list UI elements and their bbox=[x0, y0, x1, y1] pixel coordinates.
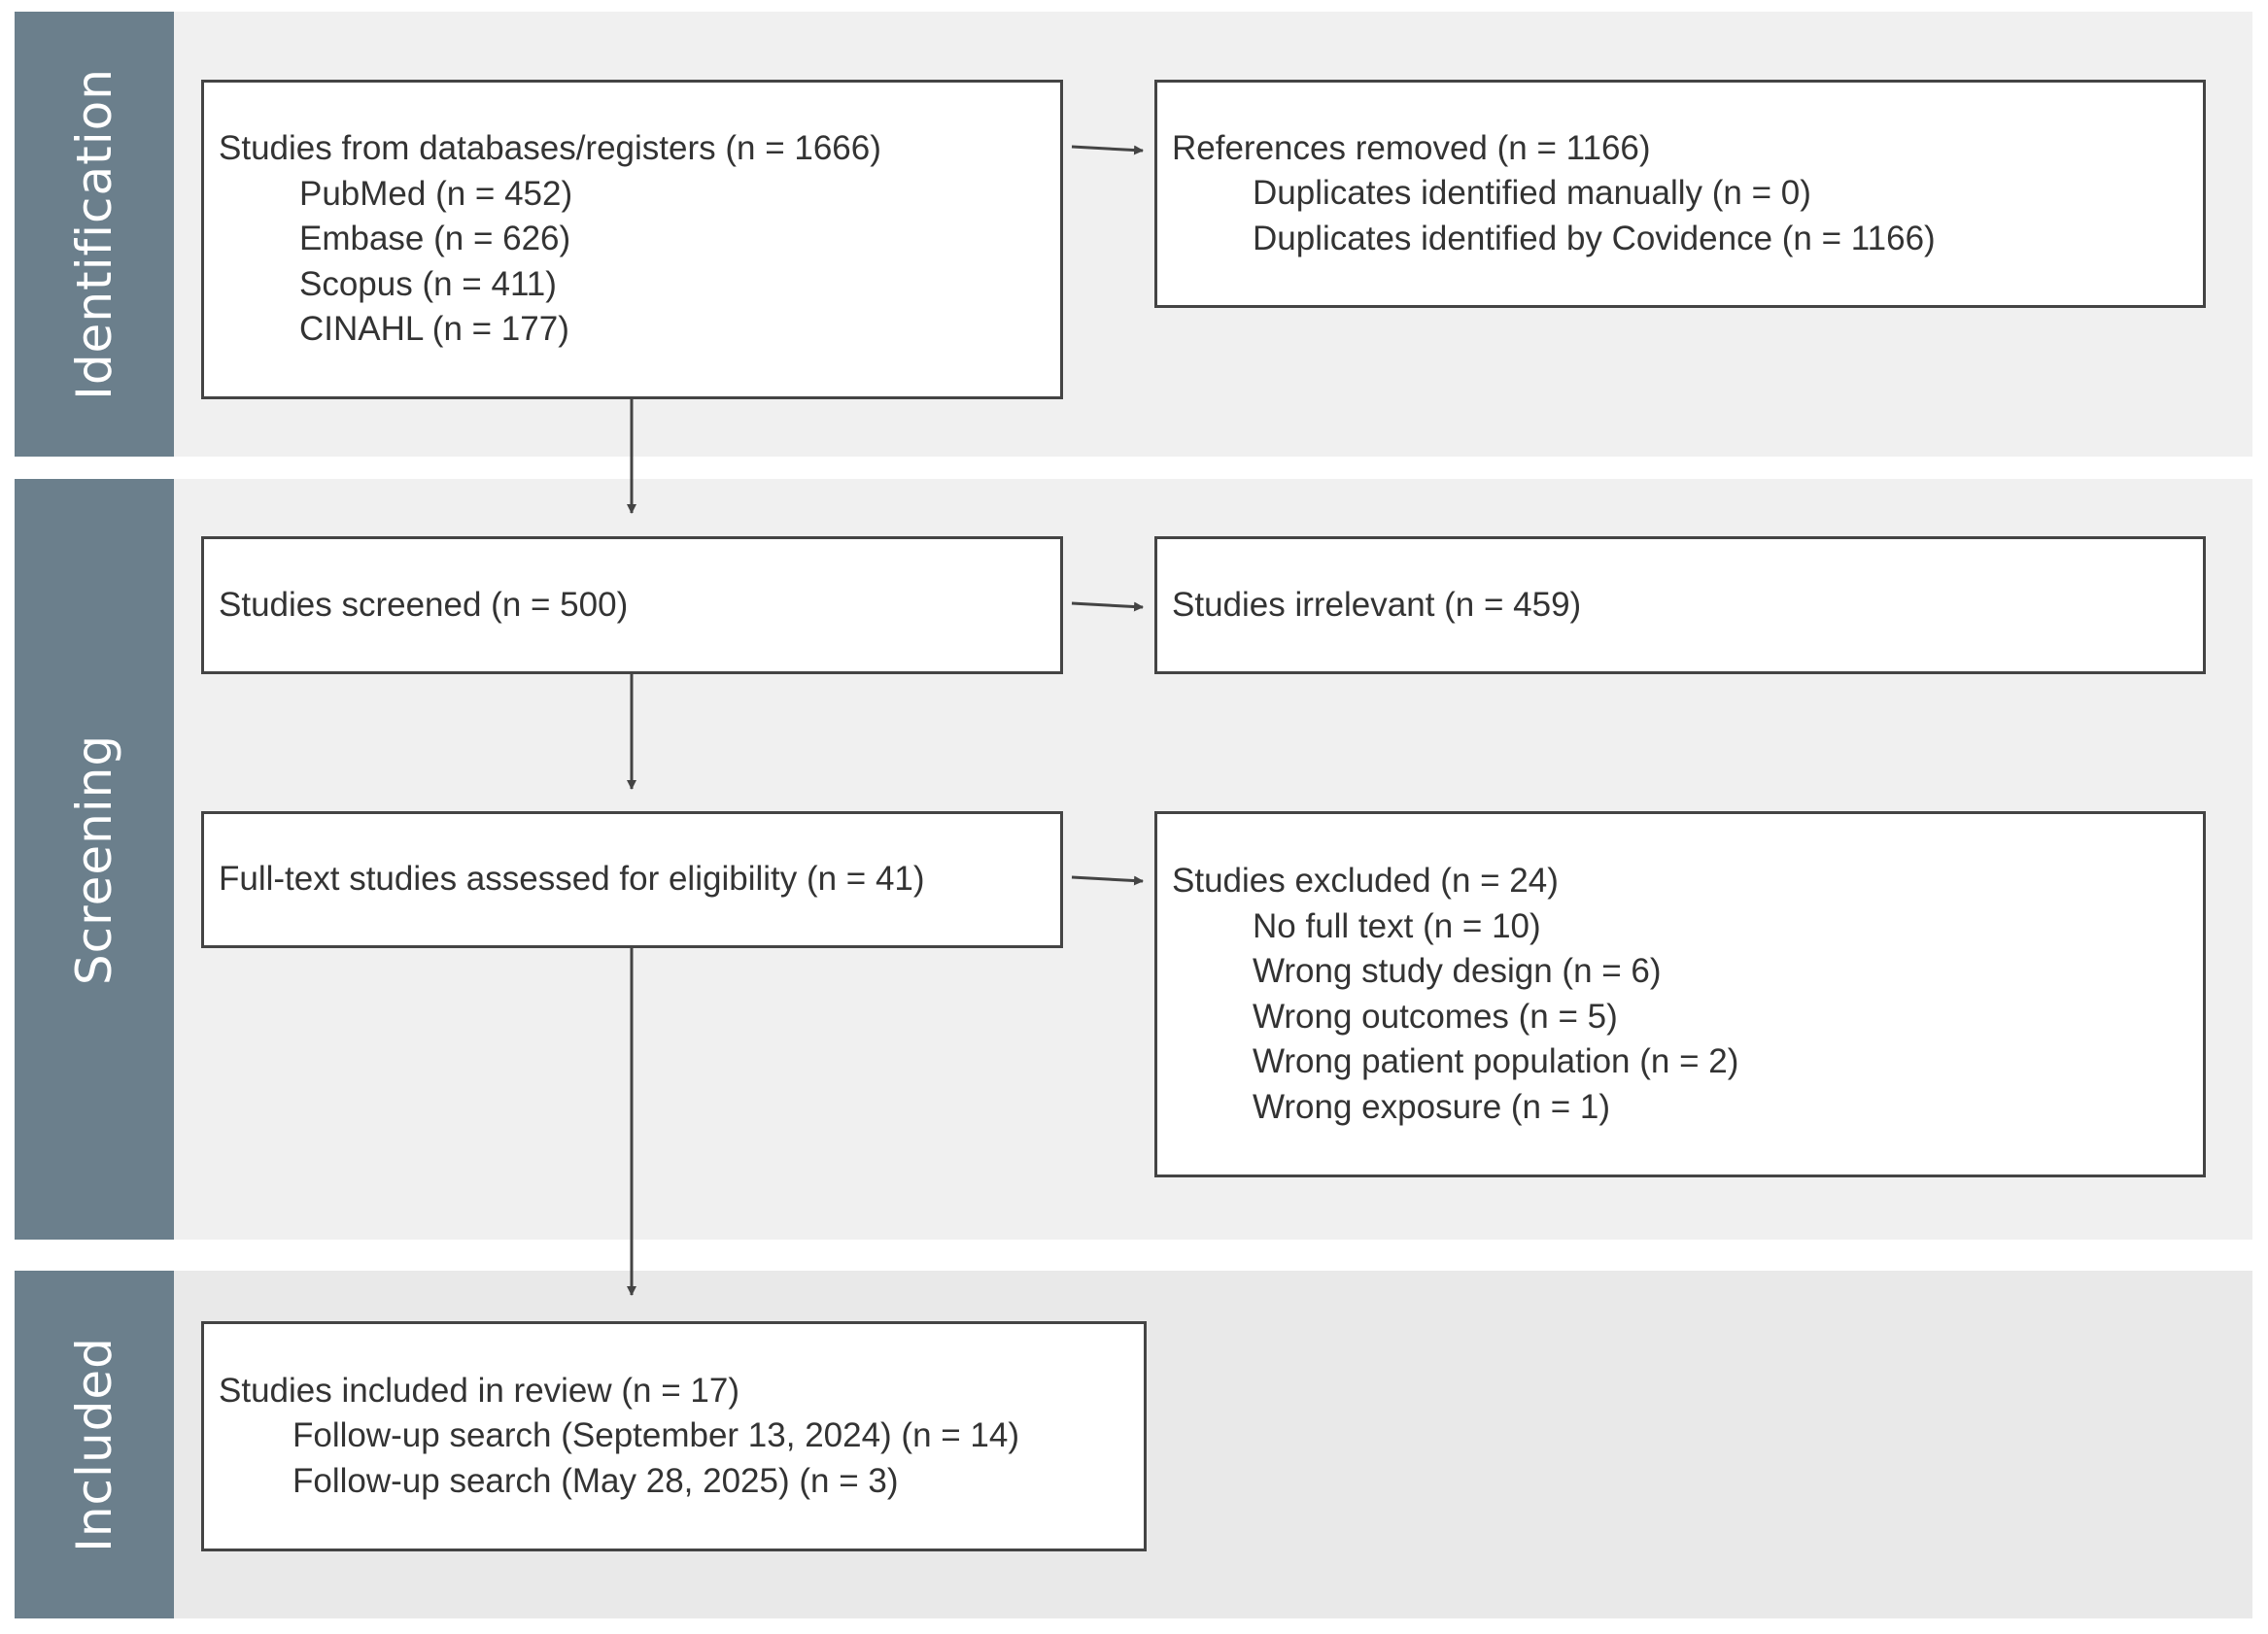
list-item: Wrong outcomes (n = 5) bbox=[1253, 997, 1618, 1036]
list-item: Follow-up search (May 28, 2025) (n = 3) bbox=[292, 1461, 899, 1500]
excluded-box: Studies excluded (n = 24) No full text (… bbox=[1154, 811, 2206, 1177]
phase-label-included: Included bbox=[15, 1271, 174, 1618]
phase-label-identification: Identification bbox=[15, 12, 174, 457]
irrelevant-box: Studies irrelevant (n = 459) bbox=[1154, 536, 2206, 674]
list-item: Wrong patient population (n = 2) bbox=[1253, 1042, 1739, 1080]
list-item: No full text (n = 10) bbox=[1253, 906, 1541, 945]
list-item: Embase (n = 626) bbox=[299, 220, 571, 258]
box-title: References removed (n = 1166) bbox=[1172, 128, 1651, 167]
arrow-fulltext-to-excluded bbox=[1071, 875, 1144, 886]
screened-box: Studies screened (n = 500) bbox=[201, 536, 1063, 674]
box-title: Studies screened (n = 500) bbox=[219, 585, 629, 624]
included-box: Studies included in review (n = 17) Foll… bbox=[201, 1321, 1147, 1551]
removed-box: References removed (n = 1166) Duplicates… bbox=[1154, 80, 2206, 308]
arrow-databases-to-removed bbox=[1071, 145, 1144, 155]
box-title: Full-text studies assessed for eligibili… bbox=[219, 860, 925, 899]
phase-label-screening: Screening bbox=[15, 479, 174, 1240]
list-item: Follow-up search (September 13, 2024) (n… bbox=[292, 1416, 1020, 1455]
box-title: Studies included in review (n = 17) bbox=[219, 1371, 739, 1410]
list-item: Wrong exposure (n = 1) bbox=[1253, 1087, 1611, 1126]
list-item: Wrong study design (n = 6) bbox=[1253, 952, 1662, 990]
fulltext-box: Full-text studies assessed for eligibili… bbox=[201, 811, 1063, 948]
list-item: Duplicates identified by Covidence (n = … bbox=[1253, 219, 1936, 257]
list-item: Scopus (n = 411) bbox=[299, 264, 557, 303]
list-item: CINAHL (n = 177) bbox=[299, 310, 569, 349]
box-title: Studies excluded (n = 24) bbox=[1172, 862, 1559, 900]
list-item: PubMed (n = 452) bbox=[299, 174, 573, 213]
databases-box: Studies from databases/registers (n = 16… bbox=[201, 80, 1063, 399]
list-item: Duplicates identified manually (n = 0) bbox=[1253, 174, 1811, 213]
arrow-screened-to-irrelevant bbox=[1071, 601, 1144, 612]
box-title: Studies from databases/registers (n = 16… bbox=[219, 129, 881, 168]
box-title: Studies irrelevant (n = 459) bbox=[1172, 585, 1582, 624]
